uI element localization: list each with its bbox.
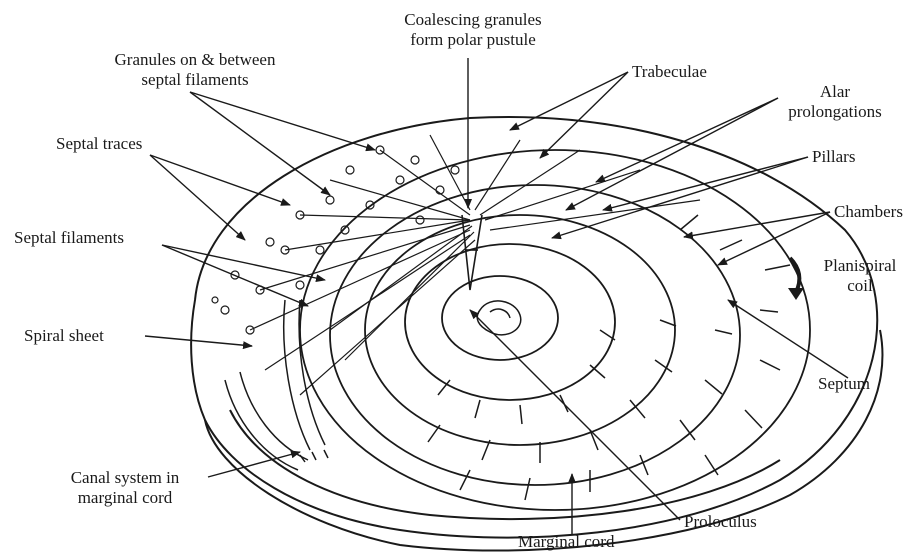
label-trabeculae: Trabeculae: [632, 62, 707, 82]
label-chambers: Chambers: [834, 202, 903, 222]
leader-granules-2: [190, 92, 330, 195]
leader-alar-2: [566, 98, 778, 210]
label-canal-system: Canal system in marginal cord: [40, 468, 210, 508]
leader-granules-1: [190, 92, 375, 150]
label-proloculus: Proloculus: [684, 512, 757, 532]
label-septum: Septum: [818, 374, 870, 394]
proloculus: [477, 301, 521, 335]
leader-alar-1: [596, 98, 778, 182]
label-septal-filaments: Septal filaments: [14, 228, 124, 248]
label-planispiral-coil: Planispiral coil: [808, 256, 912, 296]
whorl-4: [330, 185, 740, 485]
label-marginal-cord: Marginal cord: [518, 532, 614, 552]
whorl-1: [442, 276, 558, 360]
label-coalescing-granules: Coalescing granules form polar pustule: [388, 10, 558, 50]
spiral-whorls: [300, 150, 810, 510]
coil-direction-arrow: [788, 258, 804, 300]
rim-lower-edge: [205, 330, 882, 551]
leader-lines: [145, 58, 848, 535]
label-alar-prolongations: Alar prolongations: [772, 82, 898, 122]
leader-spiral-sheet: [145, 336, 252, 346]
leader-trabeculae-2: [540, 72, 628, 158]
leader-septal-traces-2: [150, 155, 245, 240]
leader-proloculus: [470, 310, 680, 520]
label-pillars: Pillars: [812, 147, 855, 167]
leader-septal-traces-1: [150, 155, 290, 205]
leader-chambers-1: [684, 212, 830, 237]
label-granules-between-filaments: Granules on & between septal filaments: [80, 50, 310, 90]
label-septal-traces: Septal traces: [56, 134, 142, 154]
leader-septum: [728, 300, 848, 378]
leader-septal-filaments-1: [162, 245, 325, 280]
leader-trabeculae-1: [510, 72, 628, 130]
label-spiral-sheet: Spiral sheet: [24, 326, 104, 346]
whorl-2: [405, 244, 615, 400]
